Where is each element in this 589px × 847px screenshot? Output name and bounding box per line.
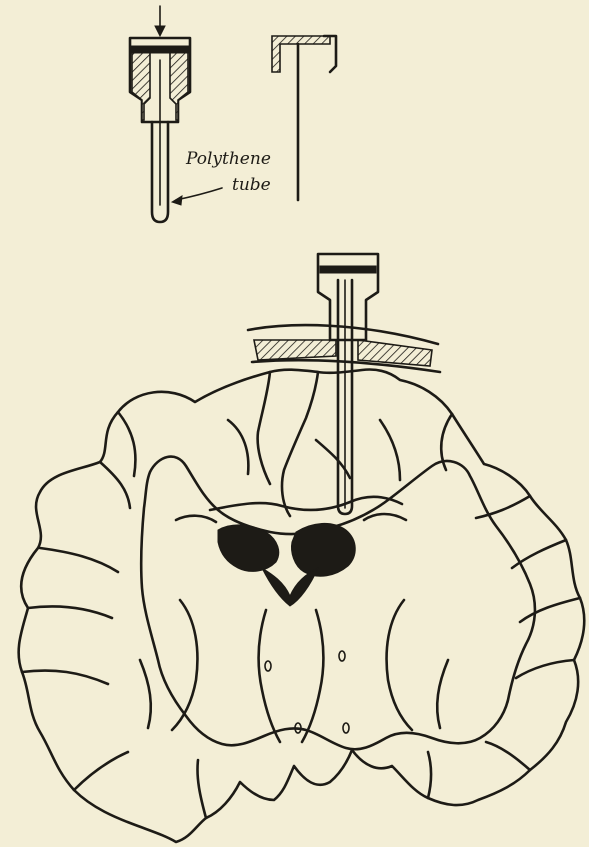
sulcus-left-4 — [28, 606, 112, 618]
sulcus-right-5 — [516, 660, 574, 678]
insula-right — [437, 660, 448, 728]
brain-section — [19, 369, 585, 842]
caudate-left — [176, 516, 216, 522]
putamen-left — [172, 600, 197, 730]
sulcus-right-7 — [428, 752, 431, 798]
implant-seal-band — [320, 266, 376, 273]
sulcus-left-5 — [22, 671, 108, 685]
corpus-callosum — [210, 497, 402, 510]
skull-hatch-right — [358, 340, 432, 366]
vessel-mark-1 — [265, 661, 271, 671]
skull-hatch-left — [254, 340, 336, 360]
vessel-mark-2 — [339, 651, 345, 661]
insertion-arrowhead — [155, 26, 165, 36]
sulcus-right-6 — [486, 742, 530, 770]
ventricle-central — [262, 568, 318, 606]
cannula-assembly: Polythene tube — [130, 6, 271, 222]
tube-label-line2: tube — [232, 175, 271, 195]
cortex-outline — [19, 369, 585, 842]
tube-label-line1: Polythene — [185, 149, 271, 169]
ventricle-right — [292, 523, 356, 576]
caudate-right — [364, 514, 406, 520]
sulcus-left-7 — [197, 760, 206, 818]
sulcus-left-6 — [74, 752, 128, 790]
sulcus-left-1 — [118, 412, 135, 476]
cingulate-fold-right-2 — [380, 420, 400, 480]
tube-pointer-arrowhead — [172, 196, 182, 205]
seal-band — [131, 46, 189, 53]
internal-capsule-right — [302, 610, 323, 742]
sulcus-left-2 — [100, 462, 130, 508]
putamen-right — [387, 600, 412, 730]
guide-cap-hatched — [272, 36, 330, 72]
insula-left — [140, 660, 151, 728]
vessel-mark-4 — [343, 723, 349, 733]
midline-fissure-right — [282, 372, 318, 516]
sulcus-right-3 — [512, 540, 566, 568]
internal-capsule-left — [259, 610, 280, 742]
sulcus-right-4 — [520, 598, 580, 622]
skull-plate — [248, 325, 440, 372]
guide-cap — [272, 36, 336, 200]
midline-fissure-left — [258, 372, 270, 484]
sulcus-left-3 — [40, 548, 118, 572]
cingulate-fold-left — [228, 420, 248, 474]
tube-pointer-line — [176, 188, 222, 200]
